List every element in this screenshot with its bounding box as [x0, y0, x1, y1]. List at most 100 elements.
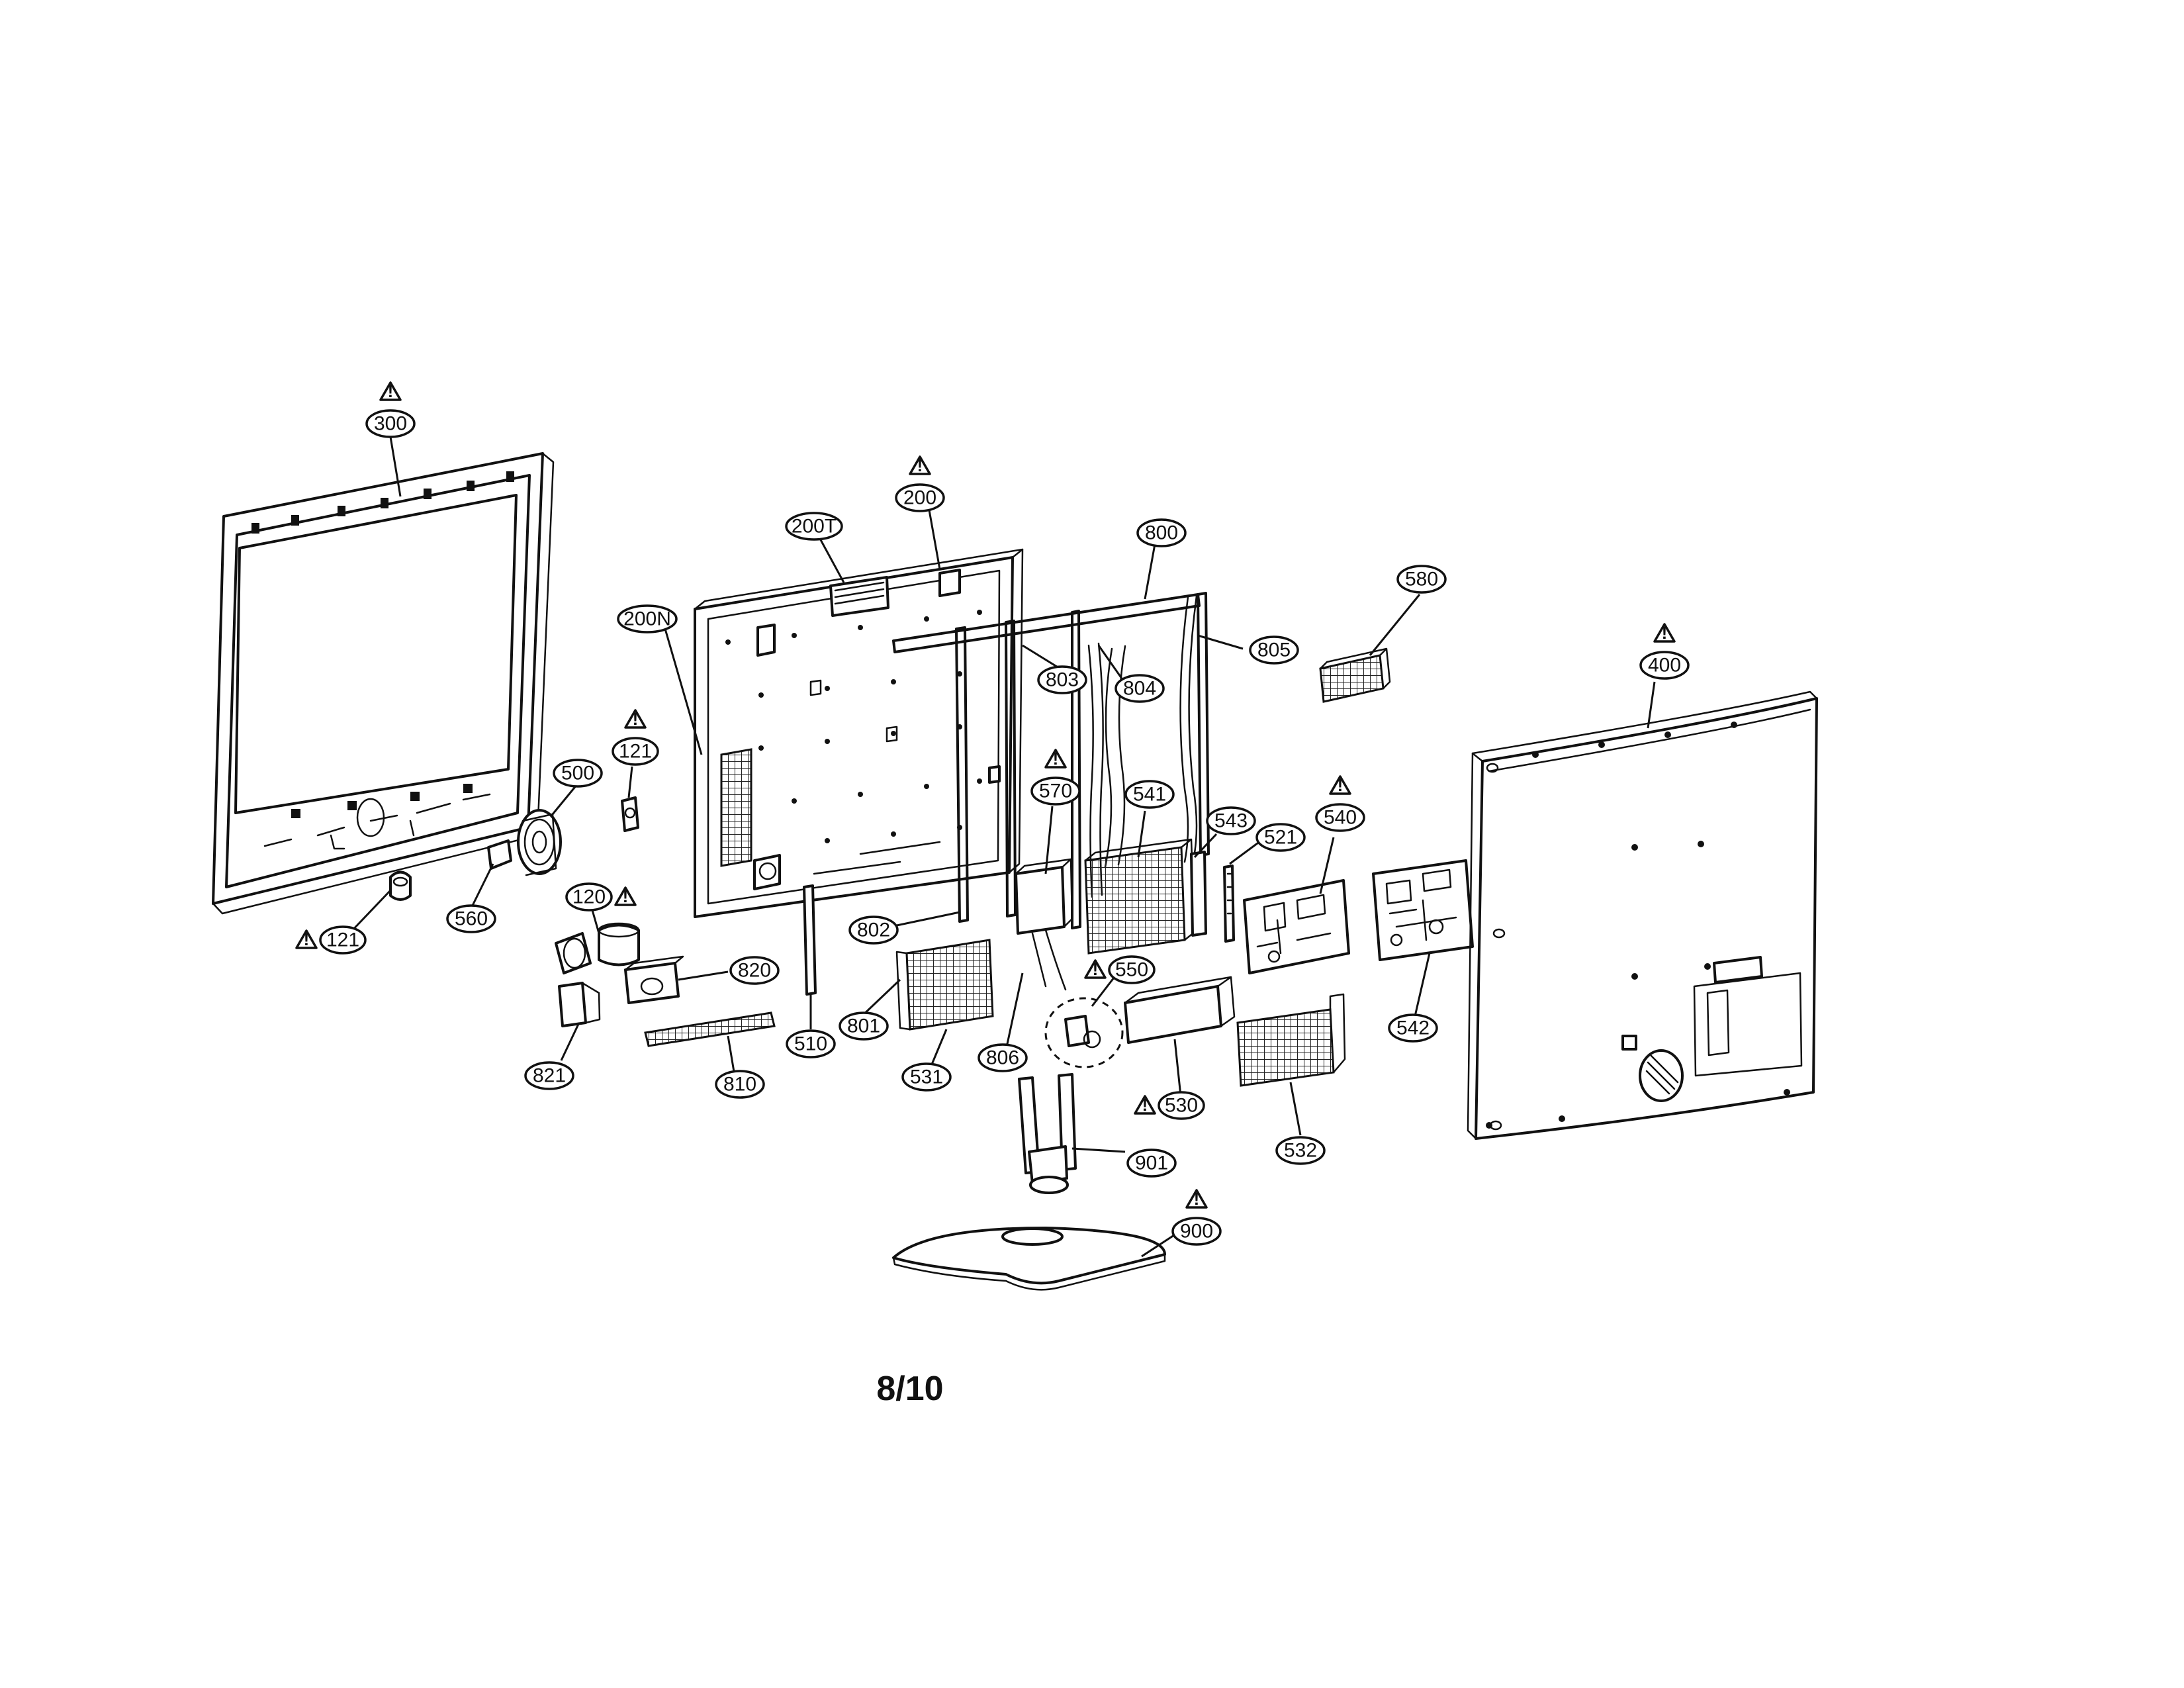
callout-541: 541 — [1124, 780, 1175, 809]
svg-text:121: 121 — [619, 741, 652, 763]
svg-text:543: 543 — [1214, 810, 1248, 832]
svg-text:810: 810 — [723, 1074, 756, 1096]
svg-text:820: 820 — [738, 960, 771, 982]
svg-text:541: 541 — [1133, 784, 1166, 806]
svg-text:803: 803 — [1046, 669, 1079, 691]
callout-200N: 200N — [617, 604, 678, 633]
callout-543: 543 — [1206, 806, 1256, 835]
svg-text:200: 200 — [903, 487, 936, 509]
warning-icon: ! — [1329, 775, 1351, 795]
svg-text:!: ! — [917, 455, 923, 475]
callout-510: 510 — [786, 1029, 836, 1058]
part-570-drawing — [1015, 858, 1073, 991]
callout-500: 500 — [553, 759, 603, 788]
svg-text:120: 120 — [572, 886, 606, 908]
svg-text:532: 532 — [1284, 1140, 1317, 1162]
part-510-drawing — [803, 884, 817, 996]
warning-icon: ! — [909, 455, 931, 475]
svg-text:900: 900 — [1180, 1221, 1213, 1243]
callout-530: ! 530 — [1134, 1091, 1205, 1120]
svg-text:!: ! — [304, 929, 310, 949]
svg-text:300: 300 — [374, 413, 407, 435]
part-821-drawing — [558, 982, 601, 1027]
callout-820: 820 — [729, 956, 780, 985]
svg-text:!: ! — [1053, 749, 1059, 769]
warning-icon: ! — [1044, 749, 1067, 769]
callout-560: 560 — [446, 904, 496, 933]
svg-text:802: 802 — [857, 919, 890, 941]
warning-icon: ! — [1185, 1189, 1208, 1209]
svg-text:821: 821 — [533, 1065, 566, 1087]
svg-text:531: 531 — [910, 1066, 943, 1088]
callout-200T: 200T — [785, 512, 843, 541]
front-bezel-drawing — [212, 452, 555, 915]
warning-icon: ! — [1653, 623, 1676, 643]
svg-text:806: 806 — [986, 1047, 1019, 1069]
svg-text:!: ! — [1662, 623, 1668, 643]
part-531-drawing — [895, 939, 994, 1031]
speakers-120-drawing — [555, 922, 640, 974]
part-121-upper-drawing — [621, 796, 639, 832]
part-541-drawing — [1084, 838, 1196, 955]
svg-text:500: 500 — [561, 763, 594, 784]
callout-521: 521 — [1255, 823, 1306, 852]
callout-121-lower: ! 121 — [295, 925, 367, 955]
callout-801: 801 — [839, 1011, 889, 1041]
part-550-drawing — [1044, 997, 1124, 1068]
callout-901: 901 — [1126, 1149, 1177, 1178]
svg-text:804: 804 — [1123, 678, 1156, 700]
svg-text:200N: 200N — [623, 608, 671, 630]
lcd-panel-drawing — [694, 548, 1024, 918]
warning-icon: ! — [614, 886, 637, 906]
svg-text:200T: 200T — [792, 516, 837, 538]
stand-base-900-drawing — [892, 1227, 1166, 1291]
svg-text:400: 400 — [1648, 655, 1681, 677]
stand-neck-901-drawing — [1018, 1073, 1077, 1194]
callout-806: 806 — [978, 1043, 1028, 1072]
callout-805: 805 — [1249, 635, 1299, 665]
svg-text:540: 540 — [1324, 807, 1357, 829]
part-810-drawing — [644, 1011, 776, 1047]
leader-lines — [348, 436, 1656, 1258]
svg-text:510: 510 — [794, 1033, 827, 1055]
part-580-drawing — [1319, 647, 1391, 703]
callout-300: ! 300 — [365, 381, 416, 438]
svg-text:!: ! — [1338, 775, 1343, 795]
warning-icon: ! — [379, 381, 402, 401]
callout-900: ! 900 — [1171, 1189, 1222, 1246]
svg-text:901: 901 — [1135, 1152, 1168, 1174]
part-820-drawing — [624, 955, 684, 1004]
svg-text:!: ! — [633, 709, 639, 729]
callout-542: 542 — [1388, 1013, 1438, 1043]
svg-text:!: ! — [388, 381, 394, 401]
callout-531: 531 — [901, 1062, 952, 1092]
callout-532: 532 — [1275, 1136, 1326, 1165]
callout-550: ! 550 — [1084, 955, 1156, 984]
svg-text:121: 121 — [326, 929, 359, 951]
svg-text:801: 801 — [847, 1015, 880, 1037]
part-560-drawing — [487, 839, 512, 870]
part-521-drawing — [1223, 865, 1235, 943]
callout-580: 580 — [1396, 565, 1447, 594]
svg-text:542: 542 — [1396, 1017, 1430, 1039]
callout-810: 810 — [715, 1070, 765, 1099]
svg-text:521: 521 — [1264, 827, 1297, 849]
svg-text:550: 550 — [1115, 959, 1148, 981]
svg-text:530: 530 — [1165, 1095, 1198, 1117]
page-number: 8/10 — [876, 1370, 943, 1408]
part-532-drawing — [1236, 993, 1346, 1087]
svg-text:!: ! — [1093, 959, 1099, 979]
frame-800-drawing — [892, 592, 1210, 929]
callout-200: ! 200 — [895, 455, 945, 512]
svg-text:580: 580 — [1405, 569, 1438, 590]
callout-804: 804 — [1115, 674, 1165, 703]
callout-803: 803 — [1037, 665, 1087, 694]
part-542-drawing — [1372, 859, 1474, 961]
callout-570: ! 570 — [1030, 749, 1081, 806]
svg-text:560: 560 — [455, 908, 488, 930]
callout-540: ! 540 — [1315, 775, 1365, 832]
part-543-drawing — [1190, 851, 1207, 937]
svg-text:!: ! — [623, 886, 629, 906]
warning-icon: ! — [624, 709, 647, 729]
warning-icon: ! — [1134, 1095, 1156, 1115]
